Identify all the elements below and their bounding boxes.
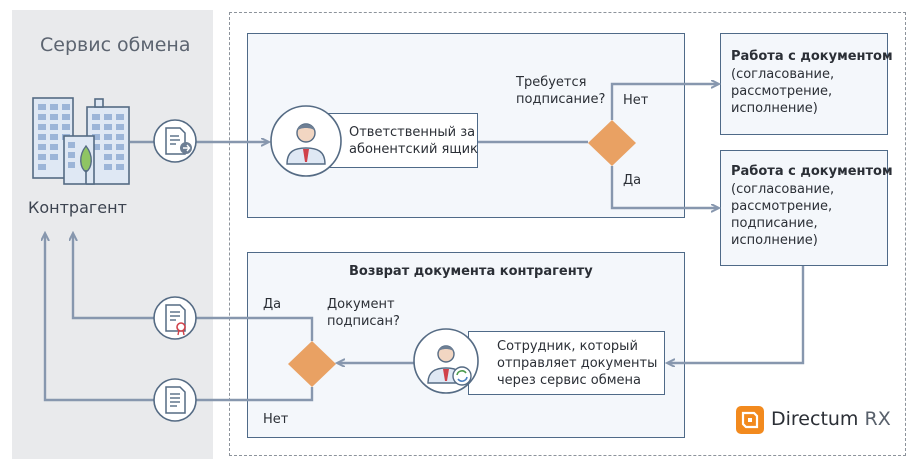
employee-label-line2: отправляет документы [497,356,658,371]
work-box-2-line: рассмотрение, [731,199,833,214]
responsible-box [322,113,478,168]
yes-branch-arrow [610,166,718,208]
yes-label-return: Да [263,297,282,312]
directum-logo-text: Directum RX [771,408,891,430]
signature-required-diamond [588,120,636,166]
work-box-1-line: (согласование, [731,67,835,82]
work-box-2-title: Работа с документом [731,164,893,179]
incoming-document-icon [153,119,197,163]
logo-suffix: RX [864,408,891,430]
employee-person-icon [413,328,479,394]
no-label-return: Нет [263,412,289,427]
yes-label-top: Да [623,173,642,188]
signature-question-line2: подписание? [516,92,606,107]
document-signed-diamond [288,341,336,387]
responsible-label-line1: Ответственный за [349,125,476,140]
logo-brand: Directum [771,408,859,430]
responsible-person-icon [270,105,342,177]
signed-document-icon [153,296,197,340]
work-box-1-line: рассмотрение, [731,84,833,99]
counterparty-label: Контрагент [28,198,127,217]
return-title: Возврат документа контрагенту [349,264,593,279]
unsigned-document-icon [153,378,197,422]
exchange-service-title: Сервис обмена [40,34,191,56]
no-branch-arrow [610,84,718,120]
work-to-employee-arrow [668,266,805,363]
directum-system-boundary [229,12,906,456]
signed-question-line2: подписан? [327,314,400,329]
work-box-2-line: (согласование, [731,182,835,197]
signed-question-line1: Документ [327,297,395,312]
employee-label-line1: Сотрудник, который [497,339,638,354]
signature-question-line1: Требуется [516,75,587,90]
work-box-1-title: Работа с документом [731,49,893,64]
responsible-label-line2: абонентский ящик [349,142,478,157]
work-box-2 [720,150,888,266]
work-box-1-line: исполнение) [731,101,818,116]
work-box-2-line: исполнение) [731,233,818,248]
no-label-top: Нет [623,93,649,108]
work-box-1 [720,33,888,135]
directum-logo-icon [736,406,764,434]
buildings-icon [32,97,130,185]
work-box-2-line: подписание, [731,216,818,231]
employee-label-line3: через сервис обмена [497,373,642,388]
